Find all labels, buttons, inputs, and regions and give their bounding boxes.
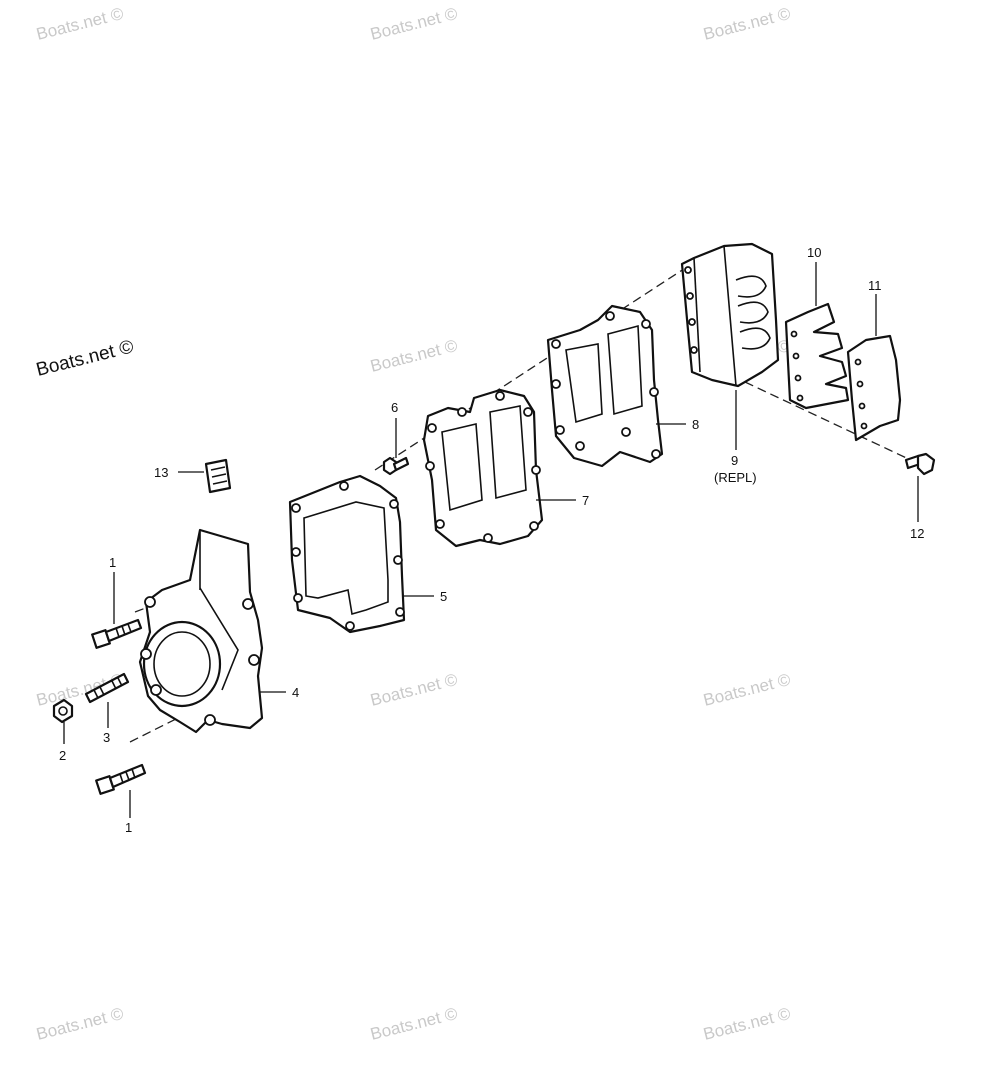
callout-1-upper: 1 [109,555,116,570]
callout-13: 13 [154,465,168,480]
callout-11: 11 [868,278,882,293]
part-12-screw [904,452,936,476]
watermark: Boats.net © [368,336,459,376]
part-4-intake-adapter [138,528,264,734]
brand-label: Boats.net © [34,336,136,380]
part-13-decal [204,458,232,494]
watermark: Boats.net © [701,4,792,44]
part-2-nut [52,698,74,724]
callout-10: 10 [807,245,821,260]
part-5-gasket [288,474,406,634]
watermark: Boats.net © [368,4,459,44]
callout-6: 6 [391,400,398,415]
watermark: Boats.net © [701,1004,792,1044]
part-9-reed-block [680,242,780,388]
watermark: Boats.net © [34,4,125,44]
part-10-reed-petal [784,302,850,410]
callout-8: 8 [692,417,699,432]
watermark-layer: Boats.net © Boats.net © Boats.net © Boat… [34,4,792,1044]
callout-5: 5 [440,589,447,604]
part-8-gasket [546,304,664,468]
watermark: Boats.net © [701,670,792,710]
watermark: Boats.net © [368,1004,459,1044]
callout-2: 2 [59,748,66,763]
callout-9: 9 [731,453,738,468]
callout-1-lower: 1 [125,820,132,835]
watermark: Boats.net © [34,1004,125,1044]
callout-4: 4 [292,685,299,700]
callout-3: 3 [103,730,110,745]
part-7-reed-plate [422,388,544,548]
leader-lines [63,262,919,818]
callout-7: 7 [582,493,589,508]
part-11-reed-stop [846,334,902,442]
watermark: Boats.net © [368,670,459,710]
callout-9-note: (REPL) [714,470,757,485]
callout-labels: 1 1 2 3 4 5 6 7 8 9 (REPL) 10 11 12 13 [59,245,924,835]
part-3-stud [84,672,130,704]
callout-12: 12 [910,526,924,541]
part-1-bolt-upper [91,618,143,649]
part-6-screw [382,456,410,476]
part-1-bolt-lower [95,763,147,795]
